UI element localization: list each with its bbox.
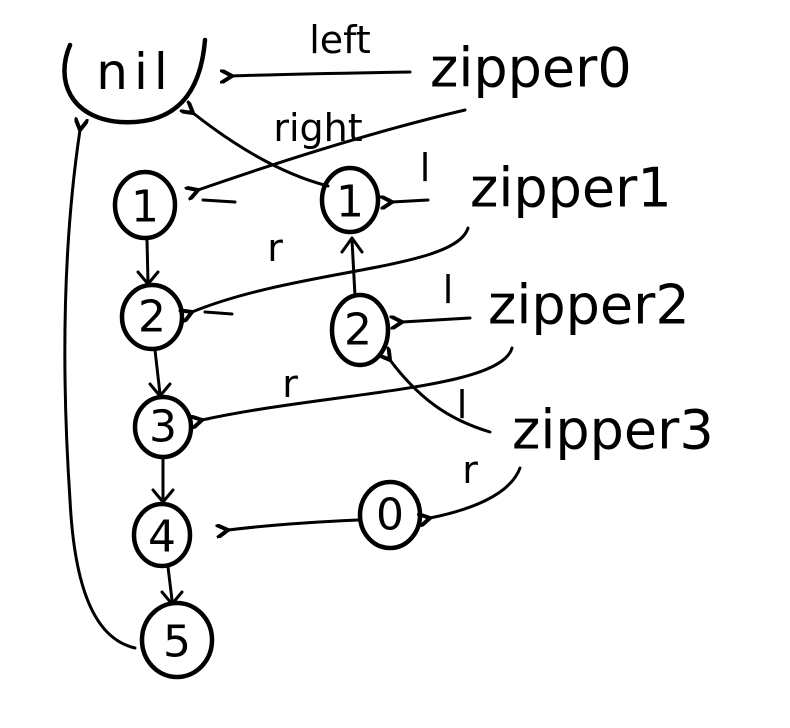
nil-node: nil (62, 37, 208, 125)
zipper0-label: zipper0 (430, 37, 632, 100)
edge-a1-a2 (145, 238, 150, 284)
edge-label-left0: left (309, 18, 371, 62)
node-a1: 1 (112, 169, 178, 241)
zipper2-label: zipper2 (488, 274, 690, 337)
node-c0: 0 (357, 479, 423, 551)
node-a4-label: 4 (148, 512, 176, 563)
edge-z0-right (198, 108, 467, 190)
node-a2-label: 2 (138, 292, 166, 343)
node-a5-label: 5 (163, 617, 191, 668)
zipper1-label: zipper1 (470, 157, 672, 220)
edge-label-l3: l (457, 383, 468, 427)
edge-z1-r (192, 226, 470, 312)
edge-z2-r (202, 346, 514, 420)
node-b1: 1 (319, 165, 381, 235)
edge-label-r3: r (462, 448, 478, 492)
edge-z2-l (402, 318, 472, 322)
node-a1-label: 1 (131, 182, 159, 233)
node-a3: 3 (132, 394, 194, 460)
zipper3-label: zipper3 (512, 399, 714, 462)
edge-label-right0: right (273, 106, 362, 150)
node-b1-label: 1 (336, 177, 364, 228)
edge-label-r1: r (267, 226, 283, 270)
edge-b2-b1 (350, 238, 357, 298)
node-b2: 2 (329, 292, 391, 368)
edge-label-l1: l (420, 146, 431, 190)
edge-c0-a4 (228, 518, 360, 530)
node-b2-label: 2 (344, 305, 372, 356)
edge-a2-a3 (153, 348, 162, 396)
node-a4: 4 (131, 501, 193, 569)
nil-label: nil (96, 43, 173, 101)
edge-label-r2: r (282, 362, 298, 406)
edge-z0-left (232, 72, 412, 76)
node-a3-label: 3 (149, 402, 177, 453)
node-a2: 2 (119, 282, 185, 352)
edge-5-to-nil (63, 130, 137, 650)
node-c0-label: 0 (376, 490, 404, 541)
edge-z1-l (392, 200, 430, 202)
edge-b1-nil (193, 113, 330, 188)
edge-z3-r (430, 466, 522, 518)
node-a5: 5 (139, 600, 215, 680)
edge-z3-l (390, 360, 492, 434)
edge-label-l2: l (443, 268, 454, 312)
edge-a4-a5 (166, 565, 174, 602)
